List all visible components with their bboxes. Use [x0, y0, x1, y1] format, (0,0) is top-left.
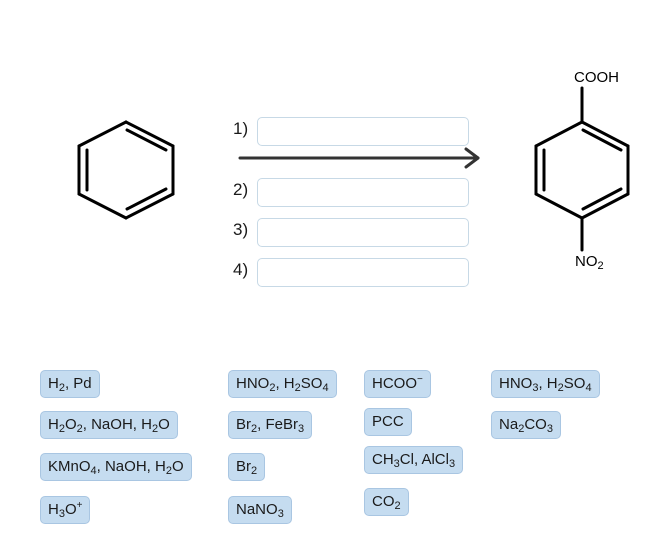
reagent-tile-kmno4-naoh-h2o[interactable]: KMnO4, NaOH, H2O — [40, 453, 192, 481]
step-4-label: 4) — [233, 260, 249, 279]
step-4-dropzone[interactable] — [257, 258, 469, 287]
step-3-label: 3) — [233, 220, 249, 239]
reaction-arrow — [238, 147, 480, 169]
reagent-tile-ch3cl-alcl3[interactable]: CH3Cl, AlCl3 — [364, 446, 464, 474]
step-1-label: 1) — [233, 119, 249, 138]
reagent-tile-nano3[interactable]: NaNO3 — [228, 496, 292, 524]
reagent-tile-h3o-plus[interactable]: H3O+ — [40, 496, 91, 524]
reagent-tile-na2co3[interactable]: Na2CO3 — [491, 411, 561, 439]
reagent-tile-hcoo-minus[interactable]: HCOO− — [364, 370, 431, 398]
reagent-tile-br2[interactable]: Br2 — [228, 453, 266, 481]
step-3-dropzone[interactable] — [257, 218, 469, 247]
step-2-dropzone[interactable] — [257, 178, 469, 207]
nitrobenzoic-acid-product — [534, 86, 630, 252]
no2-label: NO2 — [575, 253, 604, 272]
reagent-tile-hno3-h2so4[interactable]: HNO3, H2SO4 — [491, 370, 600, 398]
benzene-reactant — [77, 120, 175, 220]
step-2-label: 2) — [233, 180, 249, 199]
cooh-label: COOH — [574, 69, 619, 86]
step-1-dropzone[interactable] — [257, 117, 469, 146]
reaction-scheme: COOH NO2 — [77, 69, 630, 272]
reagent-tile-pcc[interactable]: PCC — [364, 408, 412, 436]
reagent-tile-h2o2-naoh-h2o[interactable]: H2O2, NaOH, H2O — [40, 411, 178, 439]
reagent-tile-hno2-h2so4[interactable]: HNO2, H2SO4 — [228, 370, 337, 398]
reagent-tile-co2[interactable]: CO2 — [364, 488, 409, 516]
reagent-tile-br2-febr3[interactable]: Br2, FeBr3 — [228, 411, 313, 439]
reagent-tile-h2-pd[interactable]: H2, Pd — [40, 370, 100, 398]
